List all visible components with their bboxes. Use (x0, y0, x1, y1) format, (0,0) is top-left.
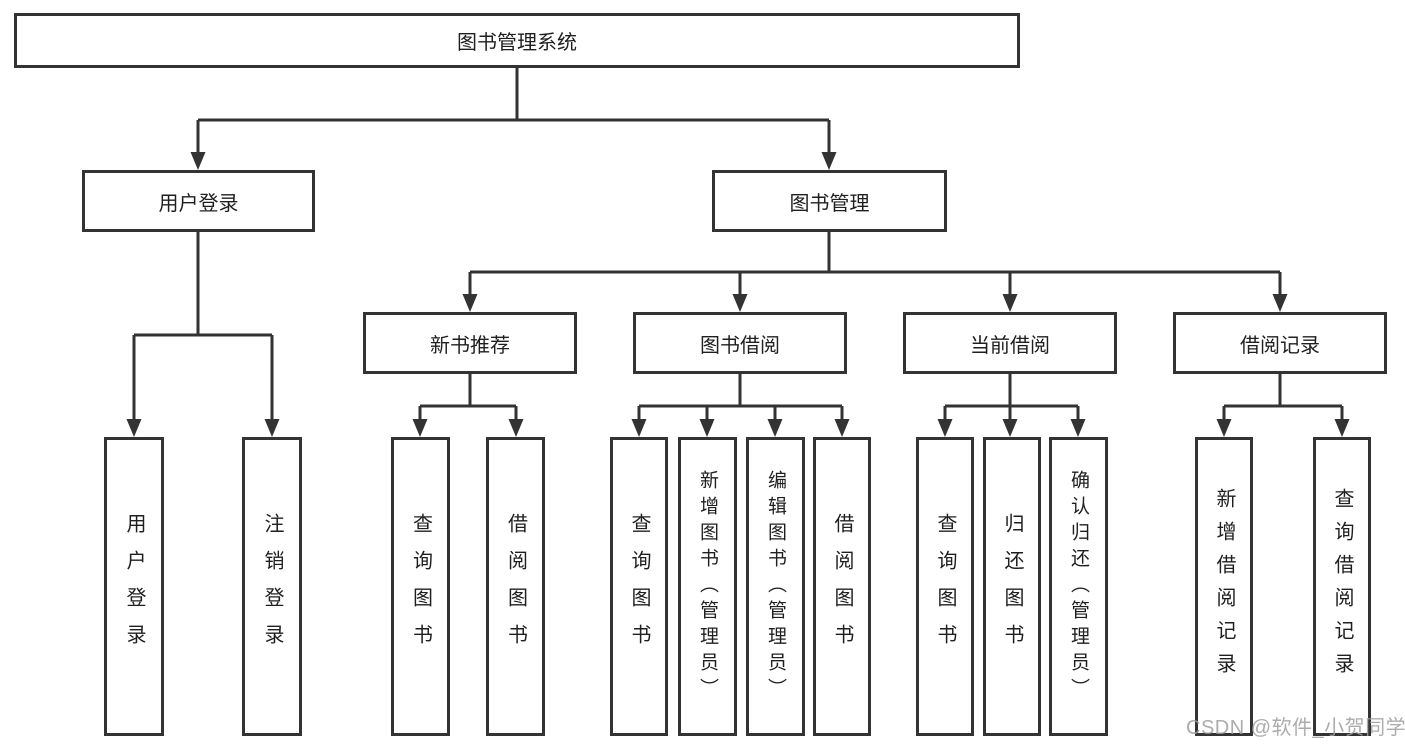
node-current-borrowing: 当前借阅 (903, 312, 1117, 374)
node-leaf-confirm-return-admin-label: 确认归还（管理员） (1068, 469, 1089, 704)
node-leaf-query-books-2: 查询图书 (610, 437, 668, 736)
node-leaf-borrow-books-2: 借阅图书 (813, 437, 871, 736)
node-leaf-add-borrow-record: 新增借阅记录 (1195, 437, 1253, 736)
node-leaf-edit-books-admin: 编辑图书（管理员） (746, 437, 805, 736)
node-leaf-borrow-books-2-label: 借阅图书 (831, 512, 853, 661)
node-leaf-query-books-1: 查询图书 (391, 437, 450, 736)
node-leaf-confirm-return-admin: 确认归还（管理员） (1049, 437, 1108, 736)
node-book-borrowing: 图书借阅 (633, 312, 847, 374)
node-user-login-label: 用户登录 (158, 192, 239, 215)
node-leaf-query-books-1-label: 查询图书 (409, 512, 432, 661)
node-book-borrowing-label: 图书借阅 (700, 334, 780, 357)
node-leaf-query-books-2-label: 查询图书 (628, 512, 650, 661)
node-library-management-system: 图书管理系统 (14, 13, 1020, 68)
node-leaf-return-books-label: 归还图书 (1001, 512, 1023, 661)
node-leaf-borrow-books-1-label: 借阅图书 (504, 512, 527, 661)
node-leaf-logout: 注销登录 (242, 437, 302, 736)
node-leaf-query-borrow-record-label: 查询借阅记录 (1331, 487, 1353, 686)
node-new-book-recommendation-label: 新书推荐 (430, 334, 510, 357)
node-leaf-add-books-admin: 新增图书（管理员） (678, 437, 737, 736)
node-current-borrowing-label: 当前借阅 (970, 334, 1050, 357)
arrowheads (126, 152, 1350, 437)
node-borrowing-records-label: 借阅记录 (1240, 334, 1320, 357)
node-book-management-label: 图书管理 (789, 192, 870, 215)
node-new-book-recommendation: 新书推荐 (363, 312, 577, 374)
watermark: CSDN @软件_小贺同学 (1186, 717, 1405, 739)
node-borrowing-records: 借阅记录 (1173, 312, 1387, 374)
node-library-management-system-label: 图书管理系统 (457, 32, 577, 54)
node-leaf-query-borrow-record: 查询借阅记录 (1313, 437, 1371, 736)
node-leaf-logout-label: 注销登录 (261, 512, 283, 661)
node-leaf-add-books-admin-label: 新增图书（管理员） (697, 469, 718, 704)
node-leaf-query-books-3-label: 查询图书 (934, 512, 956, 661)
node-leaf-query-books-3: 查询图书 (916, 437, 974, 736)
node-leaf-user-login-label: 用户登录 (123, 512, 145, 661)
node-leaf-user-login: 用户登录 (104, 437, 164, 736)
node-user-login: 用户登录 (82, 170, 315, 232)
node-leaf-borrow-books-1: 借阅图书 (486, 437, 545, 736)
node-book-management: 图书管理 (712, 170, 947, 232)
node-leaf-add-borrow-record-label: 新增借阅记录 (1213, 487, 1235, 686)
node-leaf-edit-books-admin-label: 编辑图书（管理员） (765, 469, 786, 704)
node-leaf-return-books: 归还图书 (983, 437, 1041, 736)
